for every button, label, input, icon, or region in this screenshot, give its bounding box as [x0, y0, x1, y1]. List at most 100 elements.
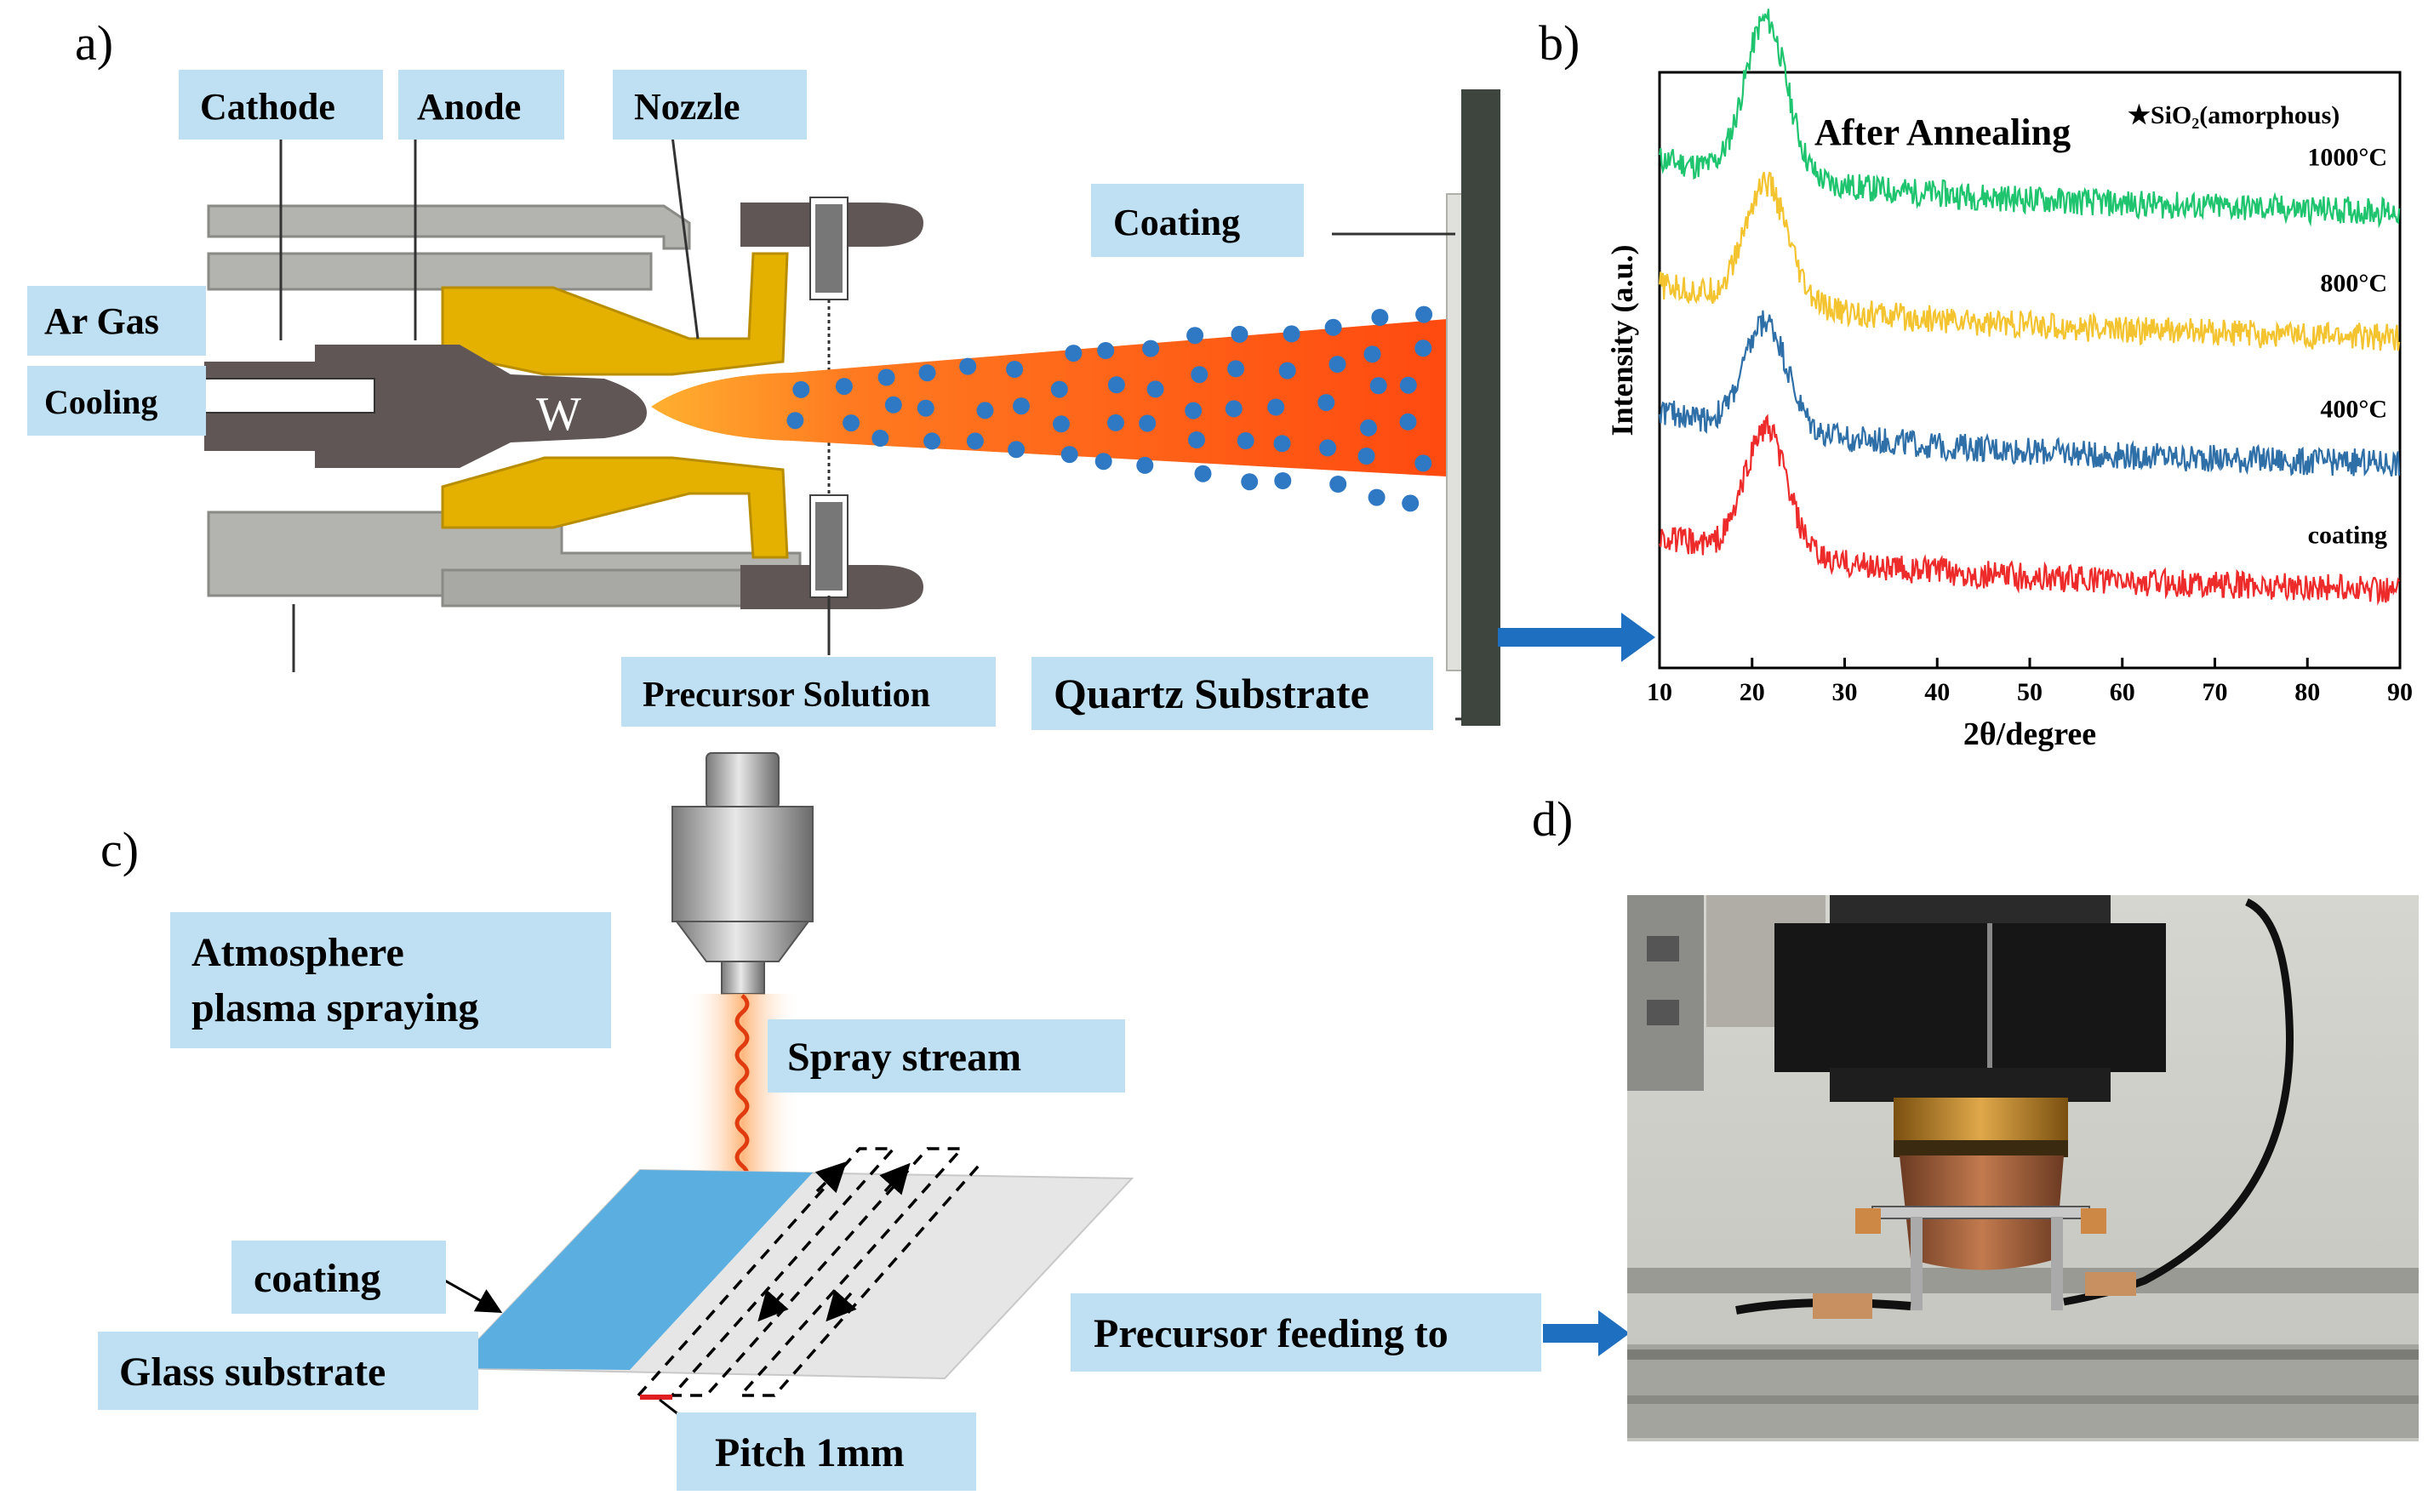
particle — [976, 402, 994, 419]
panel-b-label: b) — [1539, 15, 1580, 71]
particle — [917, 399, 934, 417]
x-tick-label: 60 — [2110, 678, 2135, 706]
particle — [1136, 456, 1154, 474]
particle — [1094, 453, 1112, 471]
quartz-substrate-block — [1446, 89, 1500, 726]
label-precursor-feeding: Precursor feeding to — [1071, 1293, 1541, 1372]
particle — [843, 414, 860, 432]
svg-text:coating: coating — [254, 1256, 380, 1301]
svg-text:Spray stream: Spray stream — [787, 1035, 1021, 1080]
spray-gun — [671, 752, 814, 995]
particle — [1060, 446, 1078, 464]
particle — [1107, 414, 1124, 431]
particle — [1399, 413, 1417, 431]
x-tick-label: 10 — [1647, 678, 1672, 706]
label-coating-a: Coating — [1091, 184, 1304, 257]
particle — [871, 430, 889, 447]
label-ar-gas: Ar Gas — [27, 286, 206, 356]
particle — [1319, 439, 1337, 457]
particle — [1097, 342, 1115, 359]
particle — [1139, 414, 1157, 432]
spray-stream-core — [734, 994, 750, 1184]
particle — [1186, 327, 1204, 345]
particle — [1368, 488, 1386, 506]
particle — [1399, 376, 1417, 394]
xrd-series-line — [1658, 414, 2401, 606]
particle — [1273, 435, 1291, 453]
torch-leader-lines — [279, 135, 1462, 721]
xrd-legend: ★SiO₂(amorphous) — [2128, 101, 2340, 129]
particle — [1274, 472, 1292, 489]
particle — [1013, 397, 1030, 415]
svg-text:Anode: Anode — [417, 86, 521, 128]
particle — [1231, 325, 1248, 343]
particle — [1369, 377, 1387, 395]
particle — [1414, 454, 1432, 472]
x-tick-label: 30 — [1832, 678, 1858, 706]
particle — [1107, 376, 1125, 394]
svg-text:Precursor feeding to: Precursor feeding to — [1094, 1311, 1448, 1356]
particle — [1267, 398, 1285, 416]
particle — [1146, 380, 1164, 398]
particle — [1241, 473, 1259, 491]
particle — [884, 396, 902, 414]
svg-text:Glass substrate: Glass substrate — [119, 1349, 386, 1395]
panel-d: d) — [1532, 791, 2419, 1441]
svg-text:Cooling: Cooling — [44, 383, 157, 421]
particle — [1225, 400, 1243, 418]
label-precursor-solution: Precursor Solution — [621, 657, 996, 727]
xrd-series-line — [1658, 9, 2401, 229]
particle — [786, 412, 804, 430]
particle — [792, 380, 810, 398]
xrd-xlabel: 2θ/degree — [1963, 716, 2096, 752]
torch-casing — [207, 204, 802, 608]
panel-c: c) Atmosphere pla — [98, 752, 1630, 1491]
particle-cloud — [786, 305, 1433, 512]
svg-text:Precursor Solution: Precursor Solution — [643, 676, 930, 715]
particle — [1053, 415, 1070, 433]
panel-a: a) W — [27, 15, 1655, 730]
particle — [1283, 325, 1300, 343]
label-cathode: Cathode — [179, 70, 383, 140]
particle — [1402, 494, 1420, 512]
xrd-title: After Annealing — [1814, 111, 2071, 153]
particle — [835, 378, 853, 396]
label-glass-substrate: Glass substrate — [98, 1332, 478, 1410]
label-nozzle: Nozzle — [613, 70, 807, 140]
svg-text:Nozzle: Nozzle — [634, 86, 740, 128]
svg-text:Atmosphere: Atmosphere — [191, 930, 404, 975]
label-spray-stream: Spray stream — [768, 1019, 1125, 1093]
tungsten-label: W — [536, 388, 581, 441]
xrd-series-group — [1658, 9, 2401, 606]
series-label-1000c: 1000°C — [2307, 143, 2387, 171]
particle — [1278, 362, 1296, 379]
arrow-to-xrd — [1498, 613, 1655, 662]
series-label-800c: 800°C — [2320, 269, 2387, 297]
particle — [1371, 309, 1389, 326]
label-anode: Anode — [398, 70, 564, 140]
label-cooling: Cooling — [27, 366, 206, 436]
raster-path — [637, 1147, 980, 1397]
particle — [1191, 366, 1208, 384]
x-tick-label: 50 — [2017, 678, 2043, 706]
particle — [1357, 448, 1375, 465]
particle — [1328, 356, 1346, 374]
svg-text:Quartz Substrate: Quartz Substrate — [1054, 670, 1369, 717]
particle — [1050, 380, 1068, 398]
particle — [1363, 345, 1381, 363]
x-tick-label: 40 — [1924, 678, 1950, 706]
particle — [1006, 361, 1024, 378]
particle — [1329, 476, 1347, 493]
series-label-coating: coating — [2308, 521, 2387, 549]
particle — [1188, 431, 1205, 448]
svg-text:Ar Gas: Ar Gas — [44, 300, 159, 342]
particle — [1360, 419, 1377, 436]
nozzle-anode-body — [441, 252, 789, 559]
svg-text:Coating: Coating — [1113, 202, 1240, 243]
photo-spray-gun — [1627, 895, 2419, 1441]
particle — [1227, 360, 1245, 378]
particle — [966, 432, 984, 450]
